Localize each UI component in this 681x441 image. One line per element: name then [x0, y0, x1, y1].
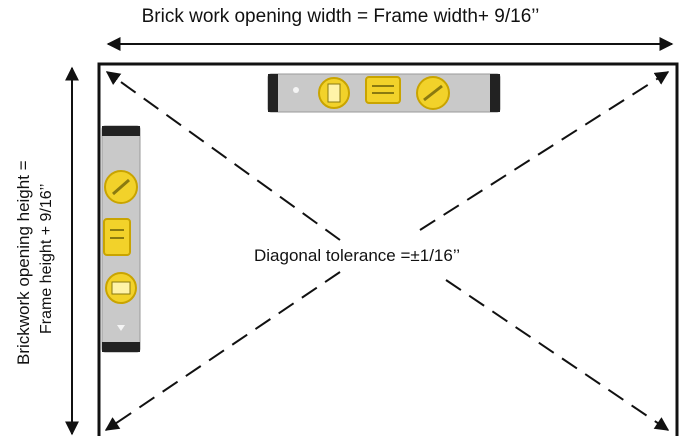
horizontal-spirit-level	[267, 73, 501, 113]
diagonal-arrow-bottom-left	[104, 271, 341, 431]
height-formula-label-line2: Frame height + 9/16’’	[38, 183, 55, 334]
height-formula-label-line1: Brickwork opening height =	[14, 160, 33, 365]
diagonal-arrow-top-left	[105, 71, 341, 241]
diagonal-arrow-top-right	[419, 71, 670, 231]
diagonal-arrow-bottom-right	[445, 279, 670, 431]
vertical-spirit-level	[101, 125, 141, 353]
width-formula-label: Brick work opening width = Frame width+ …	[141, 6, 540, 27]
diagonal-tolerance-label: Diagonal tolerance =±1/16’’	[254, 246, 461, 265]
